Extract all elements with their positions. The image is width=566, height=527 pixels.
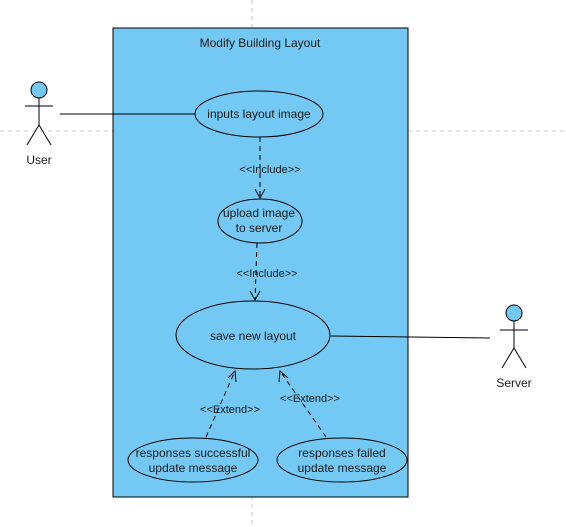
actor-server [500,304,528,369]
actor-server-head [505,304,523,322]
system-title: Modify Building Layout [200,36,321,50]
use-case-upload-image: upload image to server [217,198,303,244]
extend-arrow-failed-save [278,369,327,438]
use-case-save-new-layout: save new layout [175,300,331,370]
include-label-2: <<Include>> [236,268,297,280]
use-case-responses-successful: responses successful update message [127,437,259,483]
actor-server-label: Server [496,376,531,390]
include-label-1: <<Include>> [239,164,300,176]
svg-text:update message: update message [298,461,387,475]
svg-text:upload image: upload image [223,206,295,220]
svg-text:to server: to server [236,221,283,235]
include-arrow-upload-save [249,242,261,302]
svg-text:save new layout: save new layout [210,329,297,343]
actor-user-head [30,81,48,99]
use-case-responses-failed: responses failed update message [276,437,408,483]
extend-label-2: <<Extend>> [280,393,340,405]
svg-text:responses failed: responses failed [298,446,385,460]
dependencies [205,137,327,438]
svg-text:update message: update message [149,461,238,475]
svg-text:inputs layout image: inputs layout image [207,107,311,121]
associations [60,113,491,339]
svg-text:responses successful: responses successful [136,446,251,460]
extend-arrow-success-save [205,369,237,438]
actor-user [25,81,53,146]
actor-user-label: User [26,153,51,167]
association-server-save [330,335,491,339]
include-arrow-inputs-upload [254,137,266,200]
use-case-inputs-layout-image: inputs layout image [194,90,324,138]
extend-label-1: <<Extend>> [200,404,260,416]
